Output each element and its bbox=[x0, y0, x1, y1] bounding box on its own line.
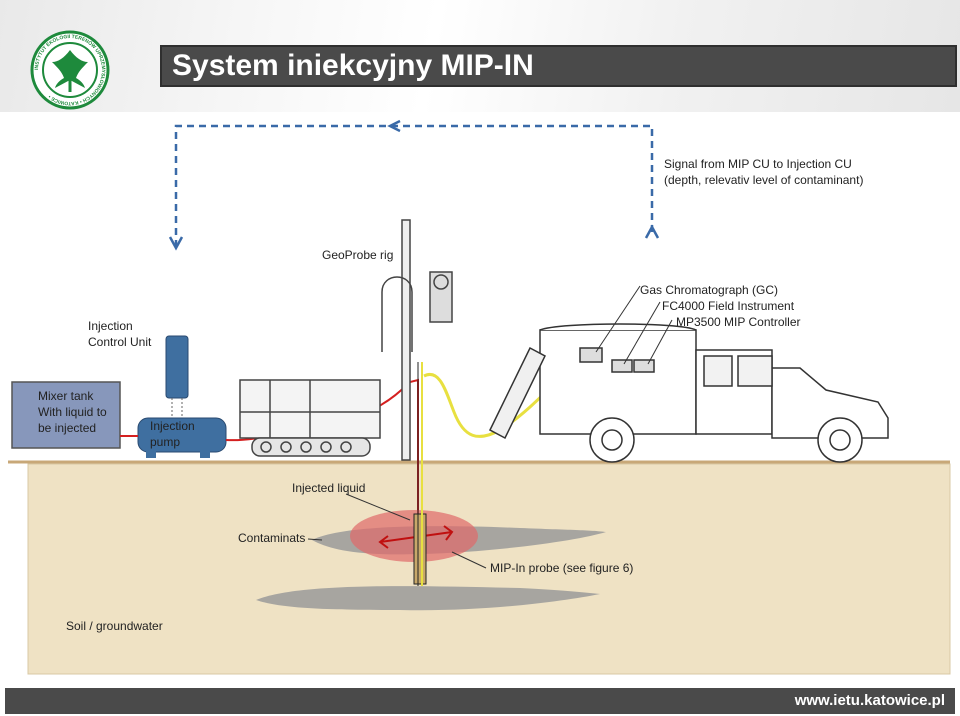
geoprobe-label: GeoProbe rig bbox=[322, 248, 393, 262]
institute-logo: INSTYTUT EKOLOGII TERENÓW UPRZEMYSŁOWION… bbox=[30, 30, 110, 110]
signal-arrow-down bbox=[168, 236, 184, 251]
mip-in-probe bbox=[413, 513, 427, 585]
mixer-tank bbox=[11, 381, 121, 449]
mip-in-diagram: Signal from MIP CU to Injection CU (dept… bbox=[8, 119, 951, 675]
gc-label: Gas Chromatograph (GC) bbox=[640, 283, 778, 297]
contaminants-label: Contaminats bbox=[238, 531, 305, 545]
truck bbox=[489, 323, 889, 463]
title-bar: System iniekcyjny MIP-IN bbox=[160, 45, 957, 87]
footer-url[interactable]: www.ietu.katowice.pl bbox=[794, 692, 945, 709]
geoprobe-rig bbox=[239, 219, 453, 461]
pump-label-2: pump bbox=[150, 435, 180, 449]
soil-layer bbox=[27, 463, 951, 675]
mp3500-label: MP3500 MIP Controller bbox=[676, 315, 801, 329]
injection-control-unit bbox=[165, 335, 189, 399]
contaminant-lower bbox=[256, 586, 600, 611]
signal-feedback-line bbox=[174, 124, 654, 247]
mixer-label-3: be injected bbox=[38, 421, 96, 435]
signal-arrow-up bbox=[644, 224, 660, 239]
injected-liquid-label: Injected liquid bbox=[292, 481, 365, 495]
mixer-label-1: Mixer tank bbox=[38, 389, 94, 403]
slide-title: System iniekcyjny MIP-IN bbox=[172, 49, 534, 82]
soil-label: Soil / groundwater bbox=[66, 619, 163, 633]
pump-label-1: Injection bbox=[150, 419, 195, 433]
icu-label-1: Injection bbox=[88, 319, 133, 333]
signal-label-2: (depth, relevativ level of contaminant) bbox=[664, 173, 863, 187]
fc4000-label: FC4000 Field Instrument bbox=[662, 299, 795, 313]
probe-label: MIP-In probe (see figure 6) bbox=[490, 561, 633, 575]
icu-label-2: Control Unit bbox=[88, 335, 152, 349]
mixer-label-2: With liquid to bbox=[38, 405, 107, 419]
footer-bar: www.ietu.katowice.pl bbox=[5, 688, 955, 714]
signal-label-1: Signal from MIP CU to Injection CU bbox=[664, 157, 852, 171]
signal-arrow-left bbox=[387, 119, 401, 133]
